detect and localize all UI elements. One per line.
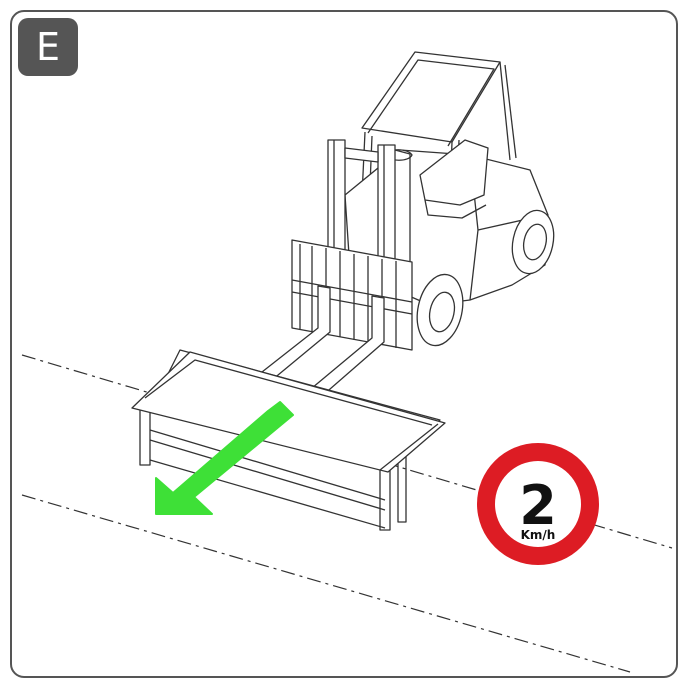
speed-limit-sign: 2 Km/h <box>477 443 599 565</box>
speed-limit-unit: Km/h <box>521 528 556 542</box>
seat <box>419 139 489 206</box>
step-badge: E <box>18 18 78 76</box>
floor-lines <box>21 354 673 673</box>
front-wheel <box>416 273 464 347</box>
panel-frame <box>10 10 678 678</box>
rear-wheel <box>511 209 555 275</box>
speed-limit-value: 2 <box>519 474 557 537</box>
forklift-icon <box>257 51 555 397</box>
mast <box>327 139 411 265</box>
arrow-down-left-icon <box>155 401 294 515</box>
